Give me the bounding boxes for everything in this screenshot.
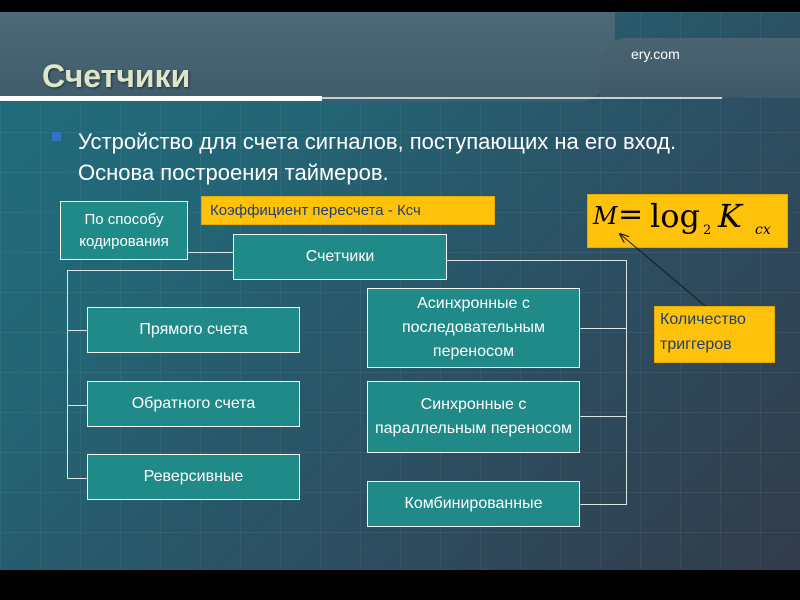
connector-line bbox=[187, 252, 234, 253]
counters-root-label: Счетчики bbox=[305, 248, 375, 265]
triggers-count-label: Количество триггеров bbox=[660, 311, 746, 353]
bullet-text: Устройство для счета сигналов, поступающ… bbox=[78, 129, 677, 185]
formula-lhs: M bbox=[593, 202, 618, 230]
sync-transfer-label: Синхронные с параллельным переносом bbox=[374, 396, 573, 437]
connector-line bbox=[67, 405, 88, 406]
title-divider bbox=[0, 97, 722, 99]
connector-line bbox=[67, 270, 234, 271]
async-transfer-label: Асинхронные с последовательным переносом bbox=[401, 295, 546, 360]
encoding-method-box: По способу кодирования bbox=[60, 201, 188, 260]
title-panel-right bbox=[600, 38, 800, 98]
title-panel bbox=[0, 12, 615, 102]
connector-line bbox=[447, 260, 627, 261]
formula-box: M = log 2 K сх bbox=[587, 194, 788, 248]
counters-root-box: Счетчики bbox=[233, 234, 447, 280]
reverse-count-box: Обратного счета bbox=[87, 381, 300, 427]
title-divider-accent bbox=[0, 96, 322, 101]
formula-log: log bbox=[650, 197, 700, 235]
page-title: Счетчики bbox=[42, 58, 191, 94]
watermark-text: ery.com bbox=[631, 46, 680, 62]
formula-arg: K bbox=[718, 197, 742, 235]
reverse-count-label: Обратного счета bbox=[131, 395, 256, 412]
connector-line bbox=[580, 328, 627, 329]
direct-count-box: Прямого счета bbox=[87, 307, 300, 353]
reversible-label: Реверсивные bbox=[143, 468, 244, 485]
coefficient-label: Коэффициент пересчета - Ксч bbox=[210, 202, 421, 219]
encoding-method-label: По способу кодирования bbox=[79, 210, 169, 250]
connector-line bbox=[67, 478, 88, 479]
combined-label: Комбинированные bbox=[404, 495, 543, 512]
connector-line bbox=[580, 504, 627, 505]
formula-base: 2 bbox=[703, 223, 712, 238]
connector-line bbox=[626, 260, 627, 505]
reversible-box: Реверсивные bbox=[87, 454, 300, 500]
connector-line bbox=[67, 330, 88, 331]
direct-count-label: Прямого счета bbox=[139, 321, 248, 338]
connector-line bbox=[67, 270, 68, 479]
square-bullet-icon bbox=[52, 132, 61, 141]
combined-box: Комбинированные bbox=[367, 481, 580, 527]
triggers-count-box: Количество триггеров bbox=[654, 306, 775, 363]
connector-line bbox=[580, 416, 627, 417]
formula-equals: = bbox=[618, 197, 644, 232]
sync-transfer-box: Синхронные с параллельным переносом bbox=[367, 381, 580, 453]
coefficient-label-box: Коэффициент пересчета - Ксч bbox=[201, 196, 495, 225]
formula-sub: сх bbox=[755, 222, 771, 238]
async-transfer-box: Асинхронные с последовательным переносом bbox=[367, 288, 580, 368]
